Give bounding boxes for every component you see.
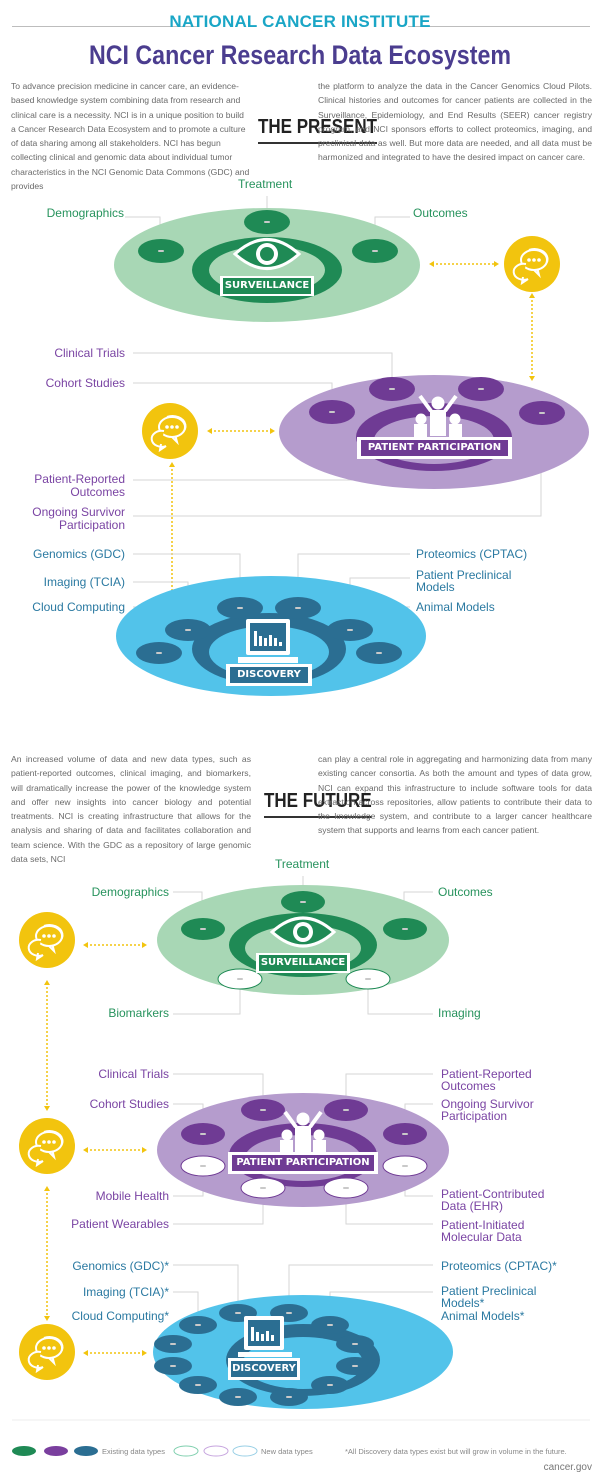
label-imaging: Imaging (TCIA) [43,575,125,589]
discovery-label: DISCOVERY [237,669,301,680]
label-demographics: Demographics [91,885,169,899]
label-outcomes: Outcomes [413,206,468,220]
label-cohort-studies: Cohort Studies [89,1097,169,1111]
label-cohort-studies: Cohort Studies [45,376,125,390]
label-patient-initiated: Patient-Initiated Molecular Data [441,1218,525,1244]
label-ongoing-survivor: Ongoing Survivor Participation [441,1097,534,1123]
legend-swatch-discovery [74,1446,98,1456]
label-mobile-health: Mobile Health [95,1189,169,1203]
future-surveillance-group [157,876,449,1015]
label-proteomics: Proteomics (CPTAC)* [441,1259,557,1273]
chat-icon [141,402,199,460]
future-participation-label: PATIENT PARTICIPATION [236,1157,370,1168]
computer-chart-icon [238,619,298,663]
legend-swatches [12,1445,258,1457]
label-treatment: Treatment [275,857,330,871]
present-surveillance-group [114,196,420,322]
label-preclinical-models: Patient Preclinical Models* [441,1284,537,1310]
chat-icon [18,1117,76,1175]
people-icon [280,1110,326,1154]
organization-name: NATIONAL CANCER INSTITUTE [169,12,431,31]
chat-icon [18,911,76,969]
chat-icon [503,235,561,293]
people-icon [414,394,462,438]
label-preclinical-models: Patient Preclinical Models [416,568,512,594]
present-participation-group [133,352,589,517]
label-clinical-trials: Clinical Trials [54,346,125,360]
present-paragraph-left: To advance precision medicine in cancer … [11,81,250,192]
header-rule-left [12,26,197,27]
future-participation-group [157,1073,449,1225]
surveillance-label: SURVEILLANCE [224,280,310,291]
legend-footnote: *All Discovery data types exist but will… [345,1447,567,1456]
eye-icon [232,238,302,270]
header-rule-right [408,26,590,27]
label-imaging-new: Imaging [438,1006,481,1020]
computer-chart-icon [238,1316,292,1357]
present-heading: THE PRESENT [258,116,378,144]
page-title: NCI Cancer Research Data Ecosystem [88,40,512,70]
label-genomics: Genomics (GDC)* [72,1259,169,1273]
legend-swatch-participation [44,1446,68,1456]
future-discovery-group [153,1264,453,1409]
label-animal-models: Animal Models [416,600,495,614]
participation-label: PATIENT PARTICIPATION [367,442,502,453]
present-paragraph-right: the platform to analyze the data in the … [318,81,592,163]
label-ongoing-survivor: Ongoing Survivor Participation [32,505,125,532]
label-outcomes: Outcomes [438,885,493,899]
label-biomarkers: Biomarkers [108,1006,169,1020]
eye-icon [269,916,337,948]
label-patient-reported-outcomes: Patient-Reported Outcomes [441,1067,532,1093]
future-surveillance-label: SURVEILLANCE [260,957,346,968]
label-clinical-trials: Clinical Trials [98,1067,169,1081]
future-discovery-label: DISCOVERY [232,1363,296,1374]
footer-site[interactable]: cancer.gov [543,1462,592,1473]
future-heading: THE FUTURE [264,790,372,818]
label-cloud-computing: Cloud Computing [32,600,125,614]
label-genomics: Genomics (GDC) [32,547,125,561]
label-cloud-computing: Cloud Computing* [71,1309,169,1323]
label-patient-wearables: Patient Wearables [71,1217,169,1231]
chat-icon [18,1323,76,1381]
legend-swatch-surveillance [12,1446,36,1456]
label-proteomics: Proteomics (CPTAC) [416,547,528,561]
label-demographics: Demographics [46,206,124,220]
label-animal-models: Animal Models* [441,1309,525,1323]
legend-new-label: New data types [261,1447,313,1456]
label-imaging: Imaging (TCIA)* [82,1285,169,1299]
label-patient-reported-outcomes: Patient-Reported Outcomes [34,472,125,499]
future-paragraph-left: An increased volume of data and new data… [11,754,251,865]
label-patient-contributed: Patient-Contributed Data (EHR) [441,1187,545,1213]
label-treatment: Treatment [238,177,293,191]
legend-existing-label: Existing data types [102,1447,165,1456]
future-paragraph-right: can play a central role in aggregating a… [318,754,592,836]
present-discovery-group [116,553,426,696]
